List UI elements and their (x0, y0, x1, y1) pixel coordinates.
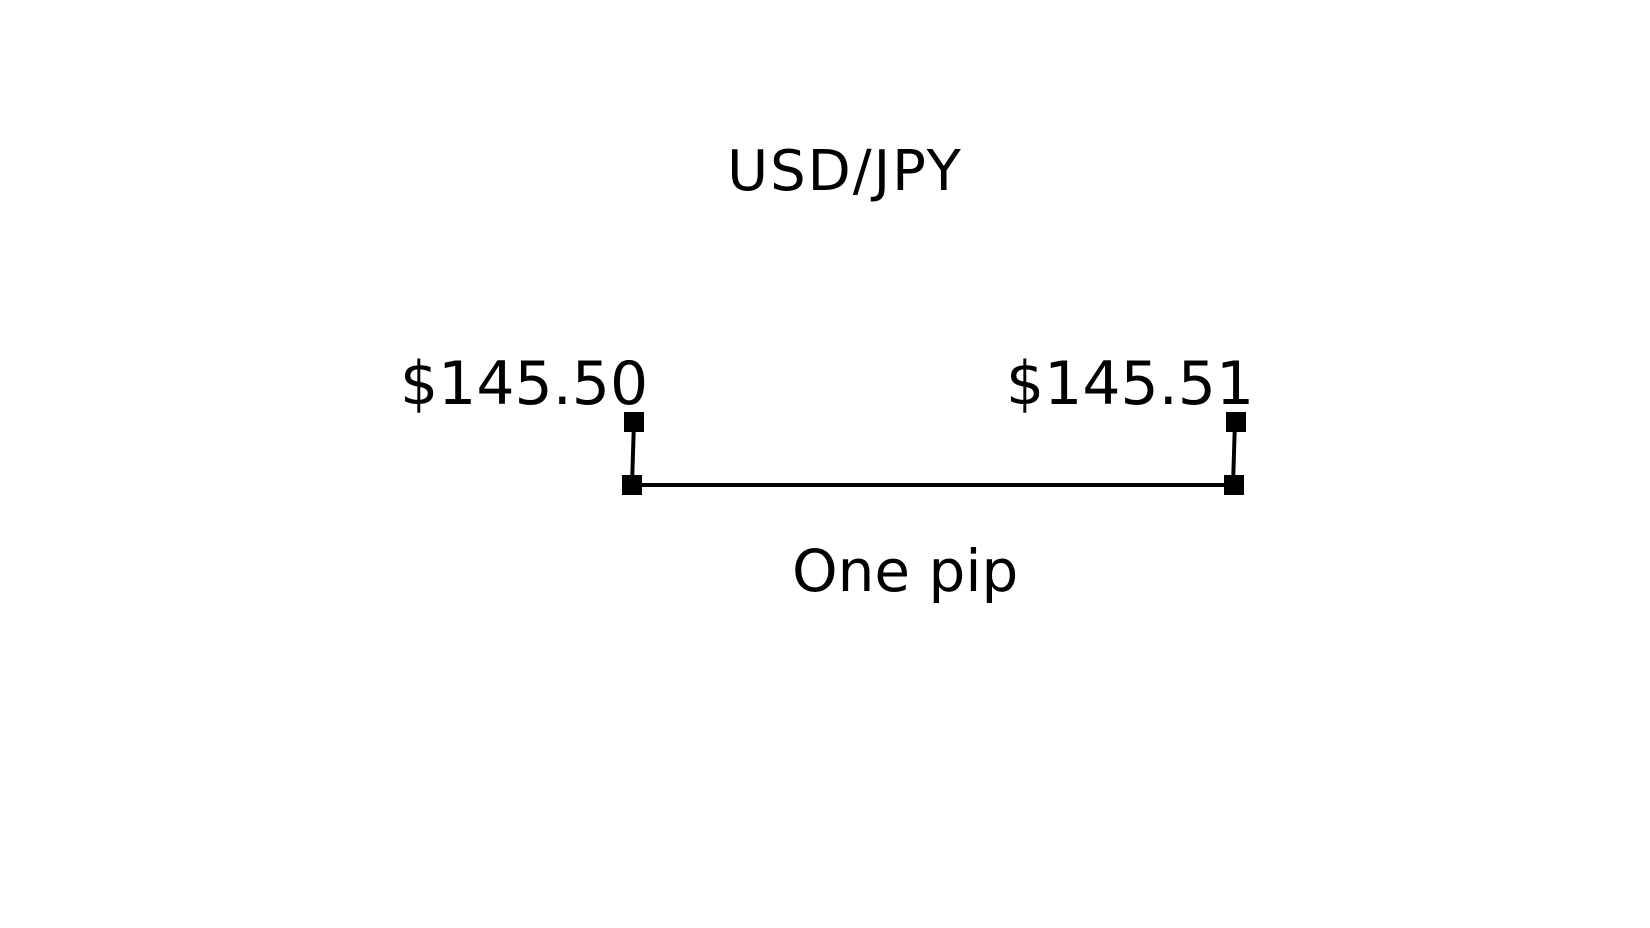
right-tick-top-handle (1226, 412, 1246, 432)
price-left-label: $145.50 (400, 349, 649, 419)
one-pip-label: One pip (792, 537, 1019, 605)
left-tick-top-handle (624, 412, 644, 432)
pair-title: USD/JPY (727, 139, 963, 204)
price-right-label: $145.51 (1006, 349, 1255, 419)
